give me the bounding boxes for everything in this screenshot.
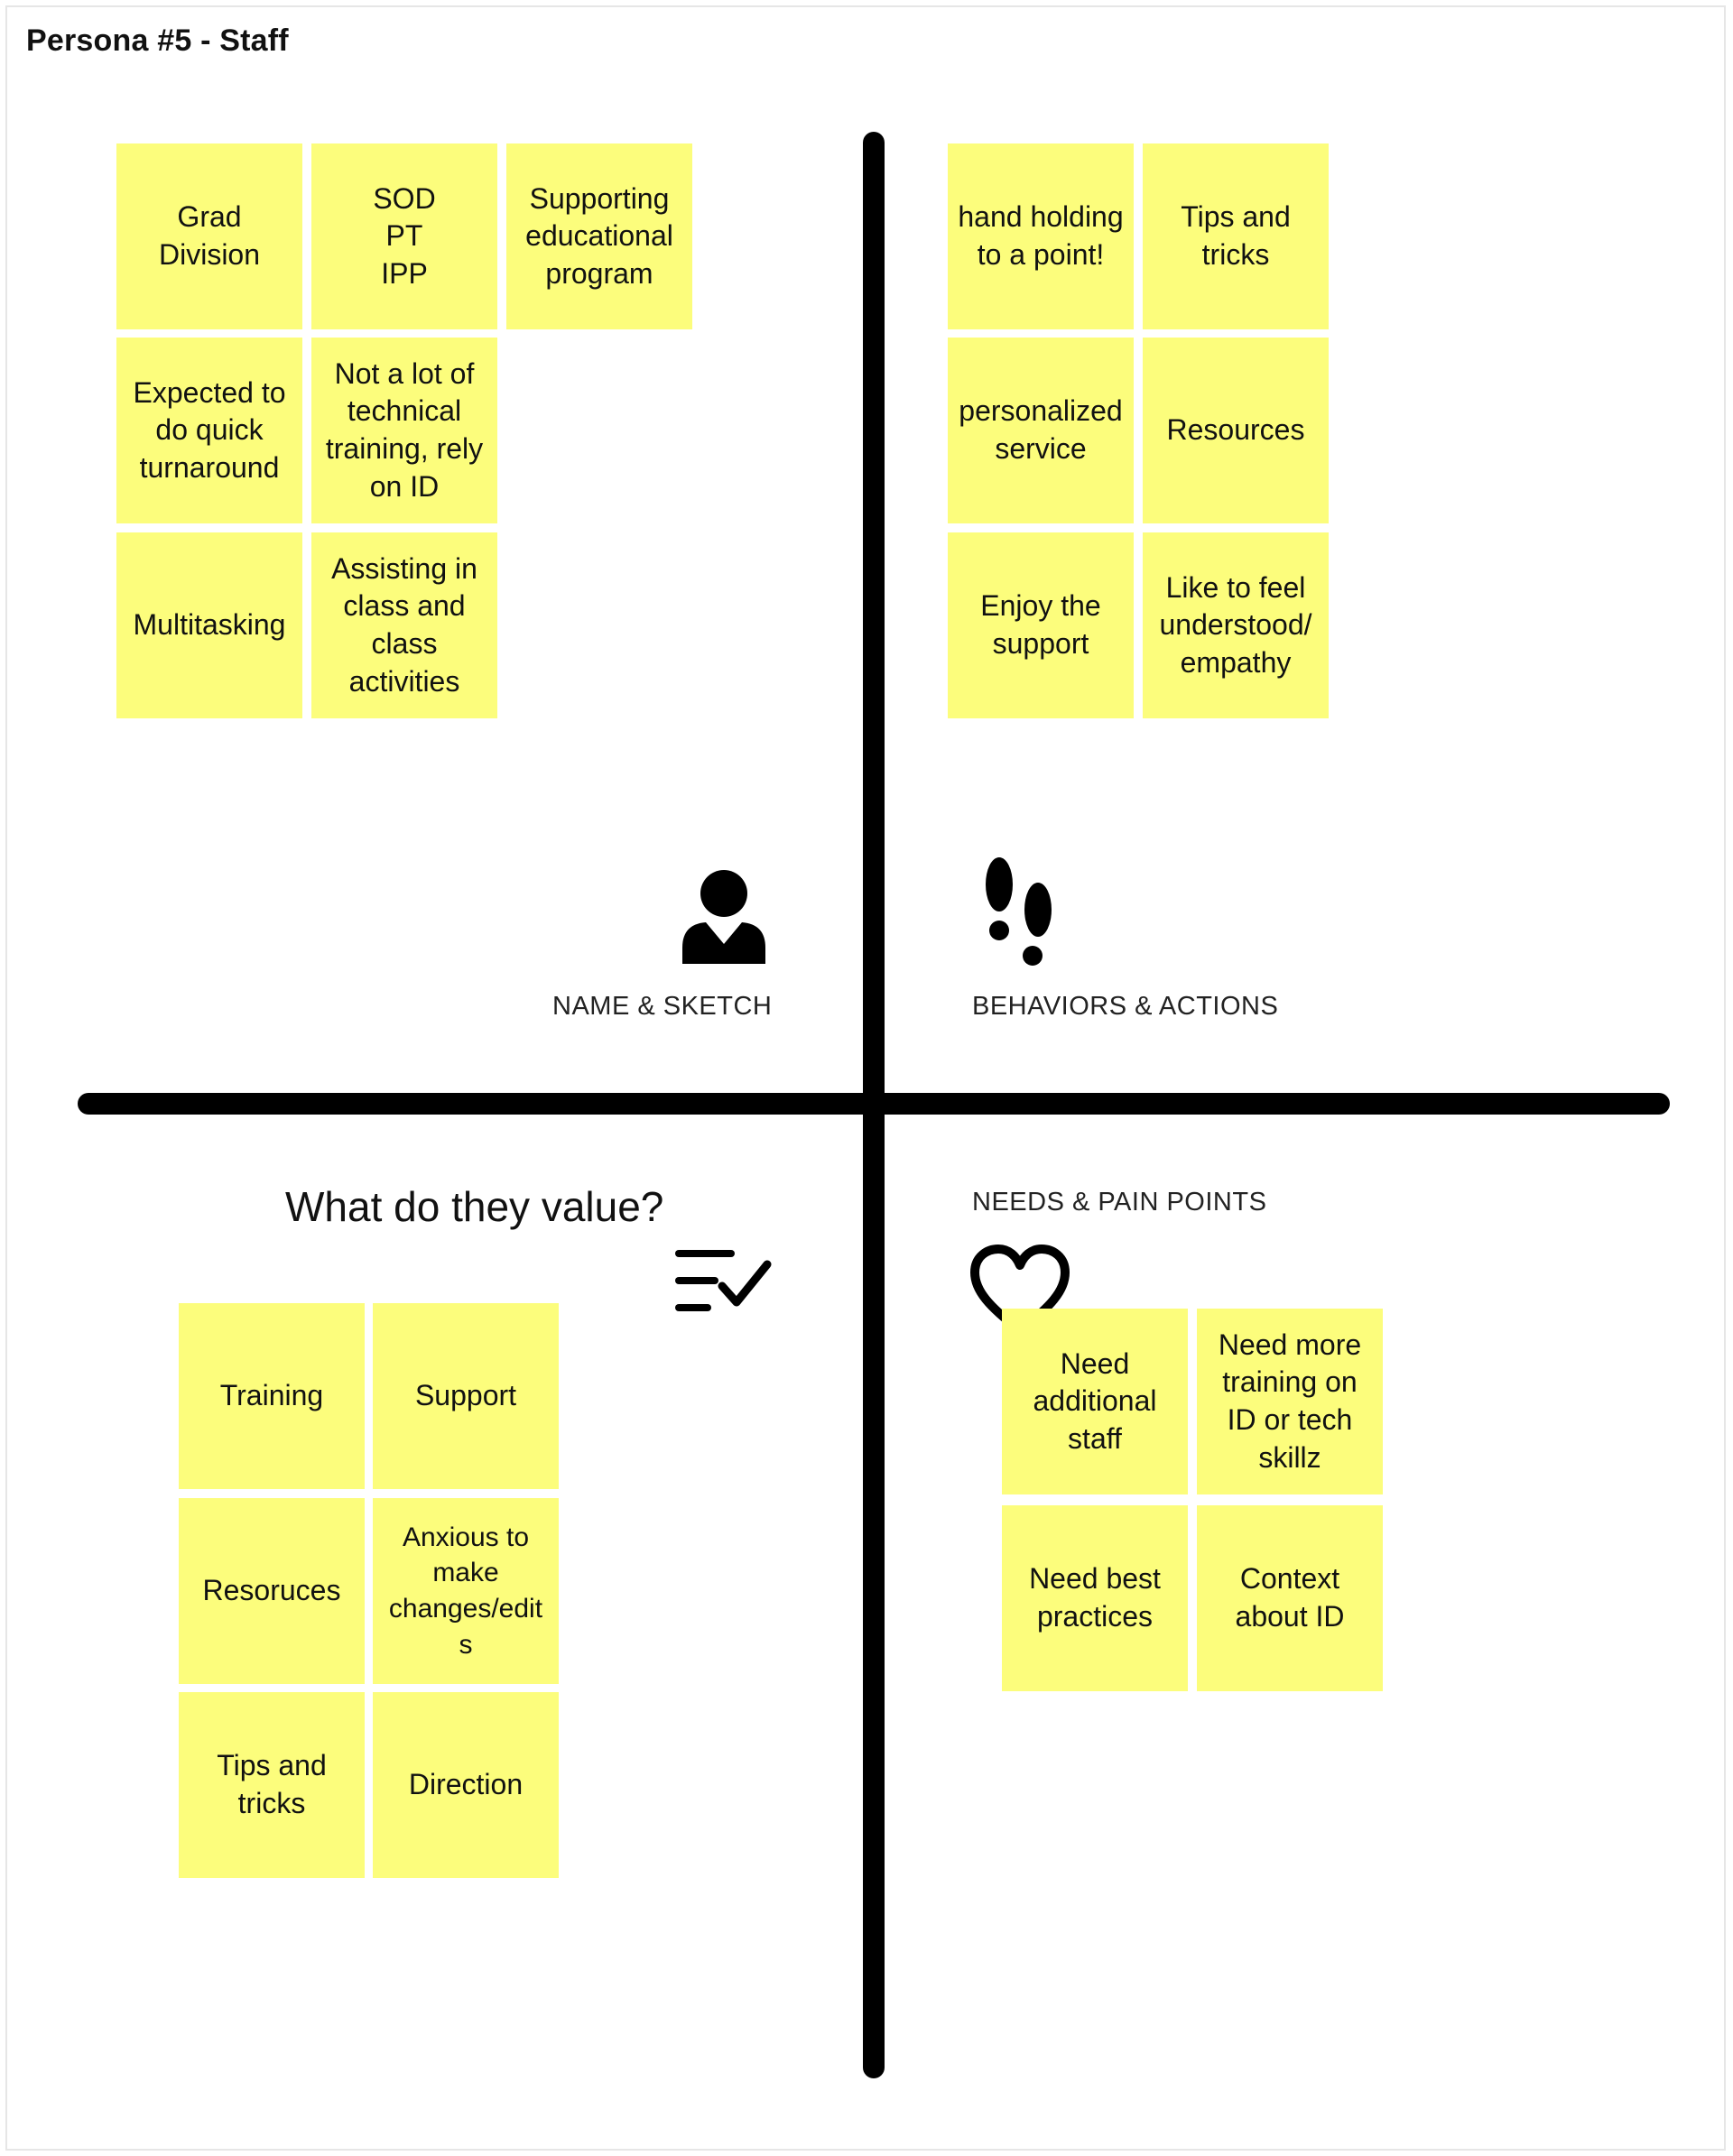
sticky-note[interactable]: Tips and tricks bbox=[179, 1692, 365, 1878]
sticky-note[interactable]: Anxious to make changes/edit s bbox=[373, 1498, 559, 1684]
sticky-note[interactable]: Need best practices bbox=[1002, 1505, 1188, 1691]
sticky-note[interactable]: Expected to do quick turnaround bbox=[116, 338, 302, 523]
sticky-note[interactable]: Resources bbox=[1143, 338, 1329, 523]
sticky-note[interactable]: Need additional staff bbox=[1002, 1309, 1188, 1494]
sticky-note[interactable]: Multitasking bbox=[116, 532, 302, 718]
sticky-note[interactable]: Tips and tricks bbox=[1143, 143, 1329, 329]
quadrant-label-values: What do they value? bbox=[285, 1183, 664, 1230]
checklist-icon bbox=[675, 1250, 772, 1311]
whiteboard-canvas[interactable]: Persona #5 - Staff Grad Division SOD PT … bbox=[5, 5, 1726, 2151]
person-icon bbox=[682, 870, 765, 964]
sticky-note[interactable]: hand holding to a point! bbox=[948, 143, 1134, 329]
board-title: Persona #5 - Staff bbox=[26, 23, 289, 58]
horizontal-axis-line[interactable] bbox=[78, 1093, 1670, 1115]
sticky-note[interactable]: Training bbox=[179, 1303, 365, 1489]
sticky-note[interactable]: Support bbox=[373, 1303, 559, 1489]
sticky-note[interactable]: Direction bbox=[373, 1692, 559, 1878]
sticky-note[interactable]: Like to feel understood/ empathy bbox=[1143, 532, 1329, 718]
sticky-note[interactable]: Supporting educational program bbox=[506, 143, 692, 329]
sticky-note[interactable]: Not a lot of technical training, rely on… bbox=[311, 338, 497, 523]
quadrant-label-needs-pain-points: NEEDS & PAIN POINTS bbox=[972, 1188, 1267, 1217]
quadrant-label-name-sketch: NAME & SKETCH bbox=[552, 992, 773, 1021]
sticky-note[interactable]: SOD PT IPP bbox=[311, 143, 497, 329]
sticky-note[interactable]: Context about ID bbox=[1197, 1505, 1383, 1691]
sticky-note[interactable]: Assisting in class and class activities bbox=[311, 532, 497, 718]
sticky-note[interactable]: Enjoy the support bbox=[948, 532, 1134, 718]
sticky-note[interactable]: Resoruces bbox=[179, 1498, 365, 1684]
footprints-icon bbox=[986, 857, 1052, 966]
quadrant-label-behaviors-actions: BEHAVIORS & ACTIONS bbox=[972, 992, 1279, 1021]
sticky-note[interactable]: Grad Division bbox=[116, 143, 302, 329]
sticky-note[interactable]: personalized service bbox=[948, 338, 1134, 523]
sticky-note[interactable]: Need more training on ID or tech skillz bbox=[1197, 1309, 1383, 1494]
heart-icon bbox=[970, 1245, 1070, 1335]
